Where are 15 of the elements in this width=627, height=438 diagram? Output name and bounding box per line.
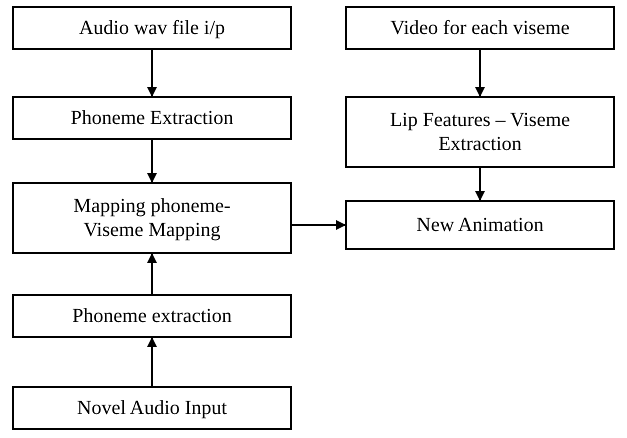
arrow (475, 50, 485, 97)
process-box: Lip Features – Viseme Extraction (345, 96, 615, 168)
process-box: Audio wav file i/p (12, 6, 292, 50)
arrow (147, 140, 157, 183)
arrow (147, 50, 157, 97)
process-box: New Animation (345, 200, 615, 250)
process-box: Mapping phoneme- Viseme Mapping (12, 182, 292, 254)
process-box: Novel Audio Input (12, 386, 292, 430)
arrow (475, 168, 485, 201)
arrow (147, 253, 157, 294)
arrow (147, 337, 157, 386)
process-box: Video for each viseme (345, 6, 615, 50)
process-box: Phoneme extraction (12, 294, 292, 338)
arrow (292, 220, 346, 230)
process-box: Phoneme Extraction (12, 96, 292, 140)
